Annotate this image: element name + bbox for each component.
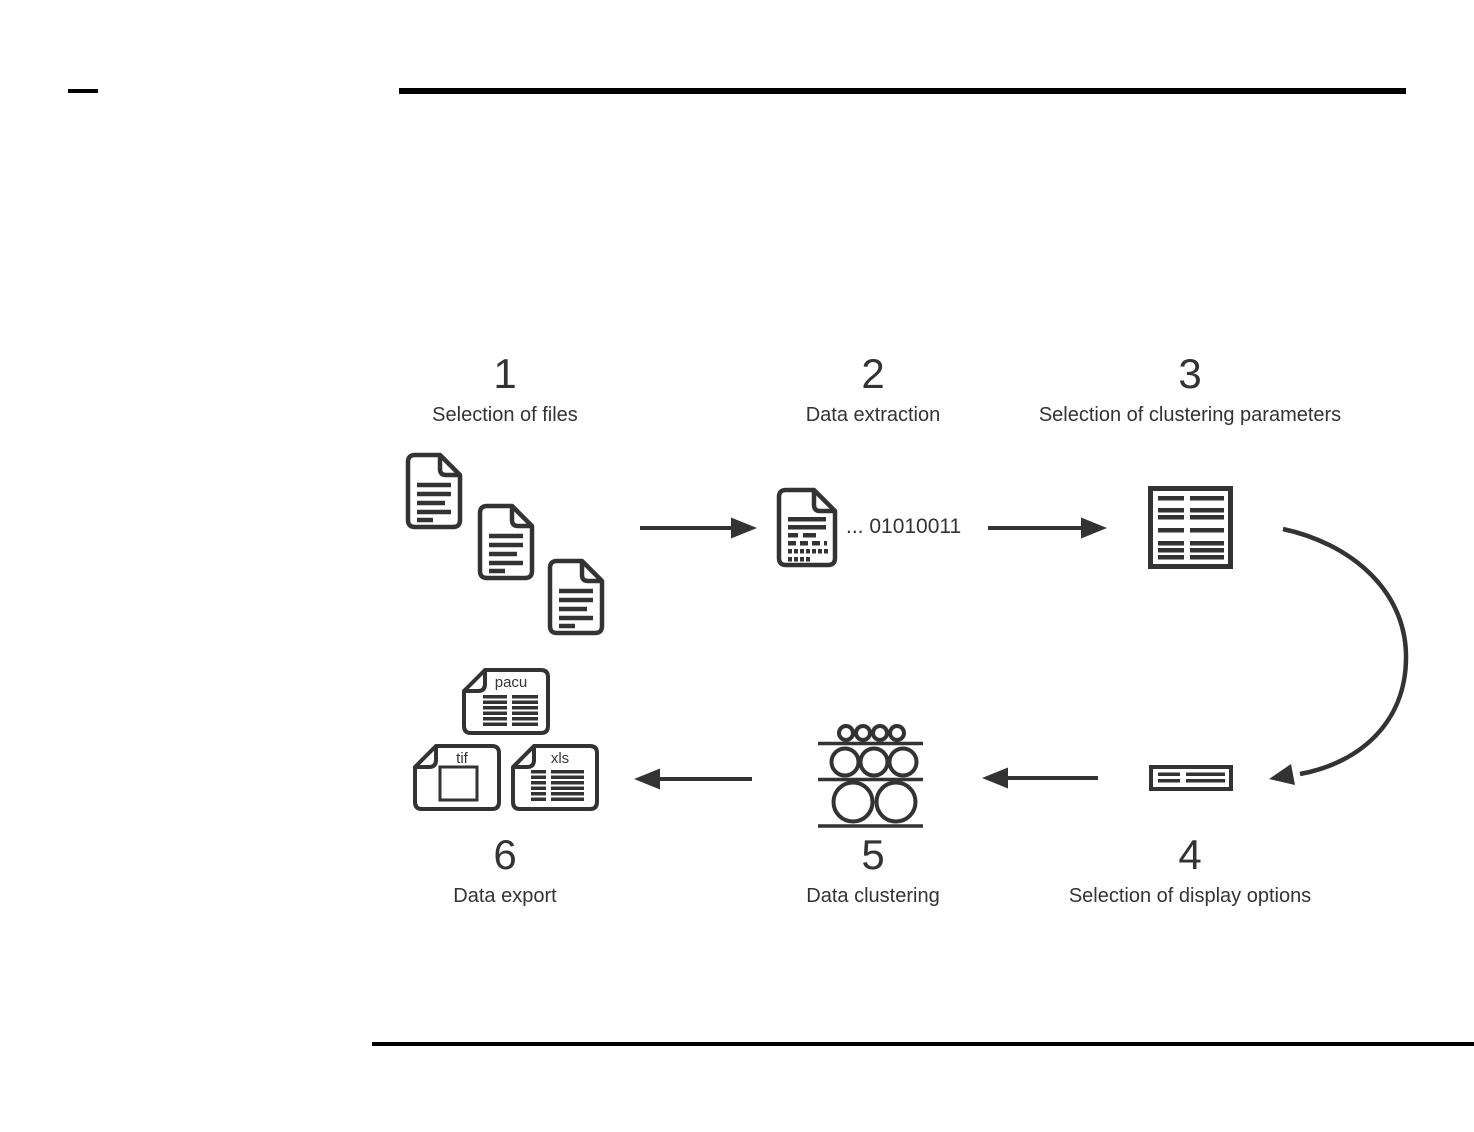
- step-3-label: Selection of clustering parameters: [1038, 404, 1342, 426]
- document-binary-icon: [776, 487, 838, 568]
- step-1-label: Selection of files: [432, 404, 578, 426]
- step-6-number: 6: [493, 831, 517, 878]
- margin-tick-rule: [68, 89, 98, 93]
- bottom-rule: [372, 1042, 1474, 1046]
- step-3-header: 3 Selection of clustering parameters: [960, 350, 1420, 427]
- tif-file-label: tif: [456, 750, 469, 767]
- image-placeholder: [438, 765, 479, 802]
- document-icon: [547, 558, 605, 636]
- step-4-label: Selection of display options: [1068, 885, 1312, 907]
- parameters-table-icon: [1148, 486, 1233, 569]
- arrow-step1-to-step2: [640, 517, 757, 539]
- document-icon: [405, 452, 463, 530]
- step-5-header: 5 Data clustering: [643, 831, 1103, 908]
- step-2-number: 2: [861, 350, 885, 397]
- xls-file-icon: xls: [511, 744, 599, 811]
- step-5-label: Data clustering: [806, 885, 940, 907]
- arrow-step5-to-step6: [634, 768, 752, 790]
- step-2-label: Data extraction: [805, 404, 941, 426]
- binary-string: ... 01010011: [846, 515, 962, 538]
- step-1-number: 1: [493, 350, 517, 397]
- cluster-circles-icon: [818, 724, 923, 828]
- step-4-number: 4: [1178, 831, 1202, 878]
- step-6-header: 6 Data export: [275, 831, 735, 908]
- step-4-header: 4 Selection of display options: [960, 831, 1420, 908]
- arrow-step4-to-step5: [982, 767, 1098, 789]
- arrow-step2-to-step3: [988, 517, 1107, 539]
- xls-file-label: xls: [551, 750, 569, 767]
- arrow-step3-to-step4-curved: [1269, 526, 1409, 785]
- step-1-header: 1 Selection of files: [275, 350, 735, 427]
- step-2-header: 2 Data extraction: [643, 350, 1103, 427]
- display-options-row-icon: [1149, 765, 1233, 791]
- pacu-file-icon: pacu: [462, 668, 550, 735]
- tif-file-icon: tif: [413, 744, 501, 811]
- step-6-label: Data export: [453, 885, 557, 907]
- pacu-file-label: pacu: [495, 674, 528, 691]
- step-3-number: 3: [1178, 350, 1202, 397]
- top-rule: [399, 88, 1406, 94]
- document-icon: [477, 503, 535, 581]
- step-5-number: 5: [861, 831, 885, 878]
